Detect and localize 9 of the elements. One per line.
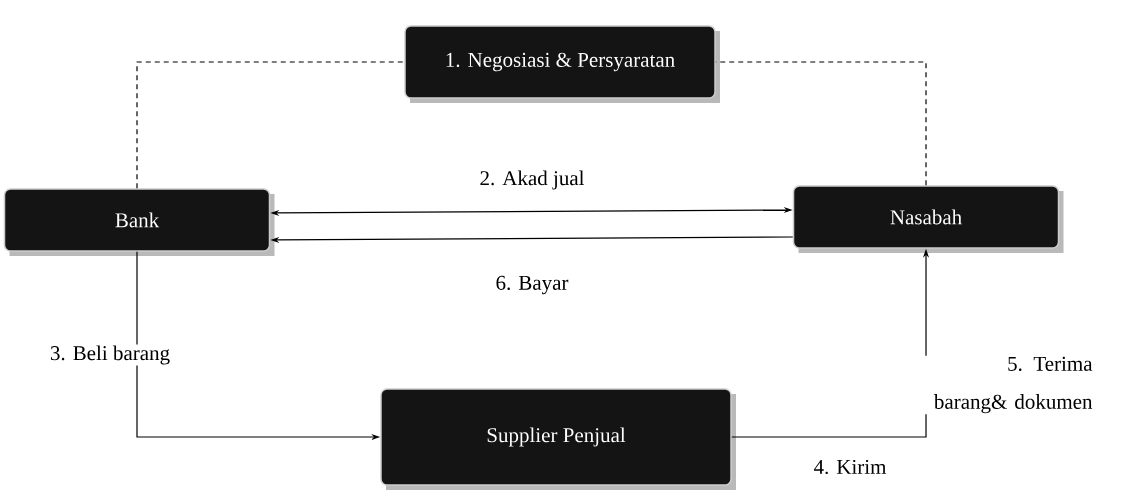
process-box: 1. Negosiasi & Persyaratan [404,25,720,103]
edge-label: 2. Akad jual [478,169,586,191]
edge-label: 4. Kirim [812,458,888,476]
edge-label: 6. Bayar [494,274,570,296]
note-label: 5. Terima barang& dokumen [916,355,1094,415]
process-box: Bank [3,188,275,256]
process-box: Supplier Penjual [380,388,736,490]
process-box: Nasabah [792,185,1064,253]
edge-label: 3. Beli barang [48,344,172,366]
